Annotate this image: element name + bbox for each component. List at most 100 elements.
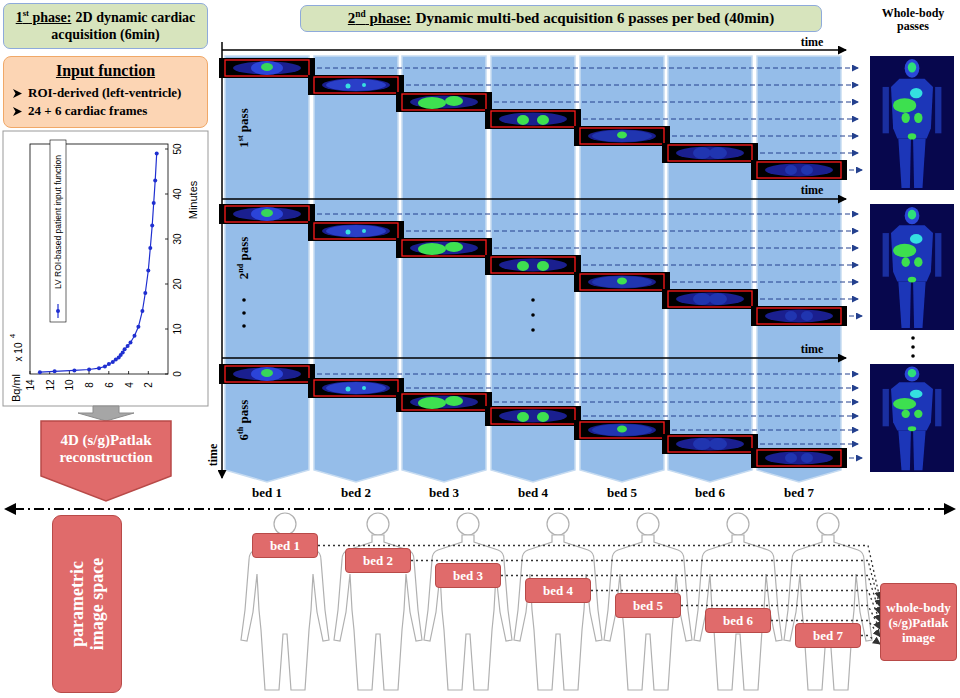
- dashed-arrow: [849, 170, 862, 171]
- box-text: bed 4: [530, 583, 586, 598]
- dashed-arrow: [583, 416, 858, 417]
- axis-label: time: [206, 444, 221, 467]
- tick-label: 14: [25, 379, 36, 390]
- dashed-arrow: [317, 214, 858, 215]
- bed-scan: [308, 378, 404, 398]
- bed-scan: [485, 109, 581, 129]
- text-wrap: bed 6: [710, 613, 766, 628]
- bed-box: bed 5: [615, 593, 681, 618]
- bed-scan: [396, 238, 492, 258]
- human-figures: [241, 513, 872, 690]
- tick-label: 2: [143, 382, 154, 388]
- bed-scan: [574, 126, 670, 146]
- tick-label: 40: [172, 188, 183, 199]
- bed-scan: [485, 255, 581, 275]
- legend-label: LV ROI-based patient input function: [53, 155, 63, 289]
- bullet-text: 24 + 6 cardiac frames: [28, 102, 147, 120]
- image-space-box: parametric image space: [52, 515, 122, 693]
- dashed-arrow: [406, 85, 858, 86]
- dashed-arrow: [760, 444, 858, 445]
- bed-label: bed 4: [518, 485, 548, 501]
- bed-column: [668, 56, 752, 482]
- axis-exponent: 4: [8, 334, 17, 338]
- bed-label: bed 2: [341, 485, 371, 501]
- tick-label: 30: [172, 233, 183, 244]
- dashed-arrow: [672, 282, 858, 283]
- ellipsis-dots: [242, 298, 915, 358]
- phase-description: Dynamic multi-bed acquisition 6 passes p…: [416, 10, 775, 26]
- axis-multiplier: x 10: [13, 343, 24, 362]
- pass-label: 1st pass: [236, 108, 252, 147]
- dashed-arrow: [849, 316, 862, 317]
- axis-title: Minutes: [187, 181, 199, 220]
- bed-scan: [219, 364, 315, 384]
- tick-label: 12: [45, 379, 56, 390]
- bed-label: bed 6: [695, 485, 725, 501]
- box-text: bed 1: [257, 538, 313, 553]
- column-heading: Whole-body passes: [870, 7, 956, 33]
- rotated-box-text: parametric image space: [67, 544, 107, 664]
- bed-column: [225, 56, 309, 482]
- text-wrap: bed 3: [440, 568, 496, 583]
- dashed-arrow: [760, 153, 858, 154]
- bed-scan: [662, 289, 758, 309]
- dotted-arrow: [501, 576, 880, 615]
- text-wrap: bed 7: [800, 628, 856, 643]
- dashed-arrow: [849, 458, 862, 459]
- phase-description: 2D dynamic cardiac acquisition (6min): [51, 10, 195, 42]
- box-heading: Input function: [10, 61, 201, 81]
- arrowhead: [4, 503, 16, 515]
- legend-sample-dot: [56, 309, 60, 313]
- bullet-symbol: [13, 107, 22, 116]
- dashed-arrow: [583, 265, 858, 266]
- bed-scan: [751, 160, 847, 180]
- tick-label: 0: [172, 371, 183, 377]
- bed-scan: [751, 306, 847, 326]
- box-text: bed 7: [800, 628, 856, 643]
- bullet-row: ROI-derived (left-ventricle): [12, 84, 201, 102]
- dashed-arrow: [672, 136, 858, 137]
- box-text: bed 6: [710, 613, 766, 628]
- tick-label: 20: [172, 278, 183, 289]
- pass-label: 6th pass: [236, 400, 252, 441]
- bed-scan: [219, 58, 315, 78]
- text-wrap: bed 4: [530, 583, 586, 598]
- bed-scan: [308, 221, 404, 241]
- time-axis: [222, 198, 846, 200]
- dashed-arrow: [494, 402, 858, 403]
- phase-heading: 2nd phase:: [348, 10, 411, 26]
- bed-scan: [308, 75, 404, 95]
- dashed-arrow: [317, 68, 858, 69]
- tick-label: 8: [84, 382, 95, 388]
- dotted-arrow: [861, 636, 880, 645]
- bed-scan: [574, 272, 670, 292]
- arrowhead: [944, 503, 956, 515]
- axis-label: time: [801, 342, 824, 357]
- bed-box: bed 7: [795, 623, 861, 648]
- text-wrap: bed 1: [257, 538, 313, 553]
- bed-box: bed 3: [435, 563, 501, 588]
- box-text: bed 3: [440, 568, 496, 583]
- dashed-arrow: [494, 102, 858, 103]
- tick-label: 6: [104, 382, 115, 388]
- text-wrap: bed 5: [620, 598, 676, 613]
- whole-body-scan: [870, 56, 954, 190]
- text-wrap: whole-body (s/g)Patlak image: [885, 600, 952, 645]
- bed-box: bed 4: [525, 578, 591, 603]
- dashed-arrow: [760, 299, 858, 300]
- bullet-symbol: [12, 106, 23, 117]
- bed-label: bed 7: [784, 485, 814, 501]
- chart-legend-box: [50, 140, 66, 322]
- bed-label: bed 3: [429, 485, 459, 501]
- dashed-arrow: [406, 388, 858, 389]
- axis-title: Bq/ml: [10, 374, 22, 402]
- arrow-box-shape: [41, 421, 171, 501]
- reconstruction-box: 4D (s/g)Patlak reconstruction: [40, 420, 172, 502]
- phase-box: 2nd phase: Dynamic multi-bed acquisition …: [300, 5, 822, 32]
- bed-scans: [219, 58, 847, 468]
- text-wrap: 2nd phase: Dynamic multi-bed acquisition …: [307, 10, 815, 27]
- text-wrap: 4D (s/g)Patlak reconstruction: [40, 420, 172, 478]
- phase-heading: 1st phase:: [16, 10, 72, 25]
- human-figure: [334, 513, 422, 690]
- time-axis: [222, 357, 846, 359]
